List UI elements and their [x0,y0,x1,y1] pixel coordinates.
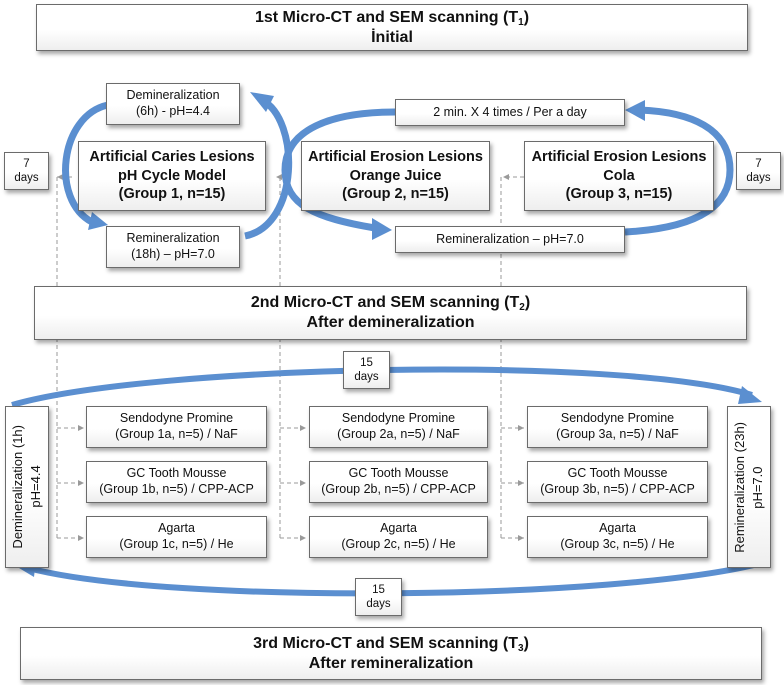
group3-lesion-box: Artificial Erosion Lesions Cola (Group 3… [524,141,714,211]
cycle2-bottom-arrow [624,106,734,236]
cycle1-days-box: 7 days [4,152,49,190]
cycle2-top-arrow [281,108,396,232]
treatment-1a-box: Sendodyne Promine (Group 1a, n=5) / NaF [86,406,267,448]
cycle2-remineralization-box: Remineralization – pH=7.0 [395,226,625,253]
scan-t2-subtitle: After demineralization [306,314,475,331]
treatment-3a-box: Sendodyne Promine (Group 3a, n=5) / NaF [527,406,708,448]
treatment-2a-box: Sendodyne Promine (Group 2a, n=5) / NaF [309,406,488,448]
group2-lesion-box: Artificial Erosion Lesions Orange Juice … [301,141,490,211]
cycle3-days-bottom-box: 15 days [355,578,402,616]
scan-t3-subtitle: After remineralization [308,654,474,672]
cycle3-days-top-box: 15 days [343,351,390,389]
cycle2-arrows [281,100,734,240]
scan-t1-title: 1st Micro-CT and SEM scanning (T1) [254,8,530,28]
scan-t1-box: 1st Micro-CT and SEM scanning (T1) İniti… [36,4,748,51]
cycle1-left-arrow [62,101,109,226]
treatment-1b-box: GC Tooth Mousse (Group 1b, n=5) / CPP-AC… [86,461,267,503]
cycle1-demineralization-box: Demineralization (6h) - pH=4.4 [106,83,240,125]
scan-t1-subtitle: İnitial [371,28,413,46]
treatment-1c-box: Agarta (Group 1c, n=5) / He [86,516,267,558]
treatment-3b-box: GC Tooth Mousse (Group 3b, n=5) / CPP-AC… [527,461,708,503]
cycle2-schedule-box: 2 min. X 4 times / Per a day [395,99,625,126]
treatment-3c-box: Agarta (Group 3c, n=5) / He [527,516,708,558]
scan-t3-box: 3rd Micro-CT and SEM scanning (T3) After… [20,627,762,680]
scan-t2-box: 2nd Micro-CT and SEM scanning (T2) After… [34,286,747,340]
group1-lesion-box: Artificial Caries Lesions pH Cycle Model… [78,141,266,211]
treatment-2c-box: Agarta (Group 2c, n=5) / He [309,516,488,558]
scan-t3-title: 3rd Micro-CT and SEM scanning (T3) [253,634,529,654]
treatment-2b-box: GC Tooth Mousse (Group 2b, n=5) / CPP-AC… [309,461,488,503]
cycle3-remineralization-box: Remineralization (23h) pH=7.0 [727,406,771,568]
scan-t2-title: 2nd Micro-CT and SEM scanning (T2) [250,294,531,313]
cycle1-remineralization-box: Remineralization (18h) – pH=7.0 [106,226,240,268]
cycle3-demineralization-box: Demineralization (1h) pH=4.4 [5,406,49,568]
cycle2-days-box: 7 days [736,152,781,190]
